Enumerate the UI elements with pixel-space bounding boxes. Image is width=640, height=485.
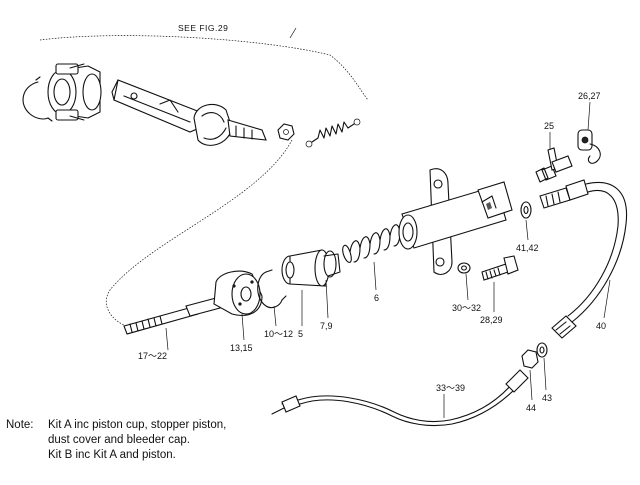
hose-lock-nut-part (521, 349, 539, 369)
leader-13-15 (241, 313, 245, 341)
small-washer-part (457, 262, 471, 274)
part-label-13-15: 13,15 (230, 343, 253, 353)
bleeder-cap-part (577, 129, 601, 164)
part-label-25: 25 (544, 121, 555, 131)
clutch-pipe-part (271, 369, 529, 427)
part-label-40: 40 (596, 321, 607, 331)
note-heading: Note: (6, 419, 34, 431)
return-spring-part (305, 118, 361, 148)
part-label-30-32: 30～32 (452, 303, 482, 313)
part-label-28-29: 28,29 (480, 315, 503, 325)
note-text: Kit A inc piston cup, stopper piston, du… (48, 418, 226, 463)
leader-fig29 (289, 27, 297, 39)
flexible-hose-part (551, 182, 628, 339)
hose-clip-part (536, 342, 548, 358)
leader-30-32 (465, 273, 469, 301)
push-rod-part (123, 297, 221, 335)
leader-17-22 (165, 327, 169, 351)
hose-fitting-part (539, 179, 589, 209)
leader-43 (543, 357, 547, 391)
leader-6 (373, 261, 377, 291)
leader-44 (529, 369, 533, 401)
part-label-41-42: 41,42 (516, 243, 539, 253)
stopper-piston-part (281, 249, 330, 287)
part-label-26-27: 26,27 (578, 91, 601, 101)
leader-26-27 (587, 101, 591, 131)
piston-spring-part (342, 221, 409, 263)
leader-40 (603, 279, 611, 319)
dust-cover-part (213, 270, 263, 316)
leader-41-42 (525, 219, 529, 241)
note-line-kit-b: Kit B inc Kit A and piston. (48, 449, 176, 461)
leader-7-9 (325, 279, 329, 319)
operating-cylinder-body (398, 168, 513, 275)
washer-upper-part (520, 201, 532, 219)
snap-ring-part (257, 269, 287, 309)
bleeder-screw-part (535, 147, 573, 183)
lever-dust-boot-part (193, 103, 267, 146)
figure-reference-label: SEE FIG.29 (178, 23, 229, 33)
part-label-44: 44 (526, 403, 537, 413)
note-line-kit-a-cont: dust cover and bleeder cap. (48, 434, 190, 446)
part-label-17-22: 17～22 (138, 351, 168, 361)
leader-10-12 (273, 305, 277, 327)
piston-cup-part (323, 250, 341, 278)
release-bearing-part (47, 63, 102, 121)
withdrawal-lever-part (111, 79, 205, 133)
lock-nut-part (277, 123, 295, 141)
part-label-10-12: 10～12 (264, 329, 294, 339)
part-label-33-39: 33～39 (436, 383, 466, 393)
part-label-43: 43 (542, 393, 553, 403)
part-label-7-9: 7,9 (320, 321, 333, 331)
lever-to-pushrod-link (105, 139, 293, 326)
part-label-6: 6 (374, 293, 380, 303)
part-label-5: 5 (298, 329, 304, 339)
mounting-bolt-part (481, 255, 519, 281)
circlip-part (22, 76, 53, 122)
note-line-kit-a: Kit A inc piston cup, stopper piston, (48, 419, 227, 431)
fig29-boundary (39, 35, 369, 101)
